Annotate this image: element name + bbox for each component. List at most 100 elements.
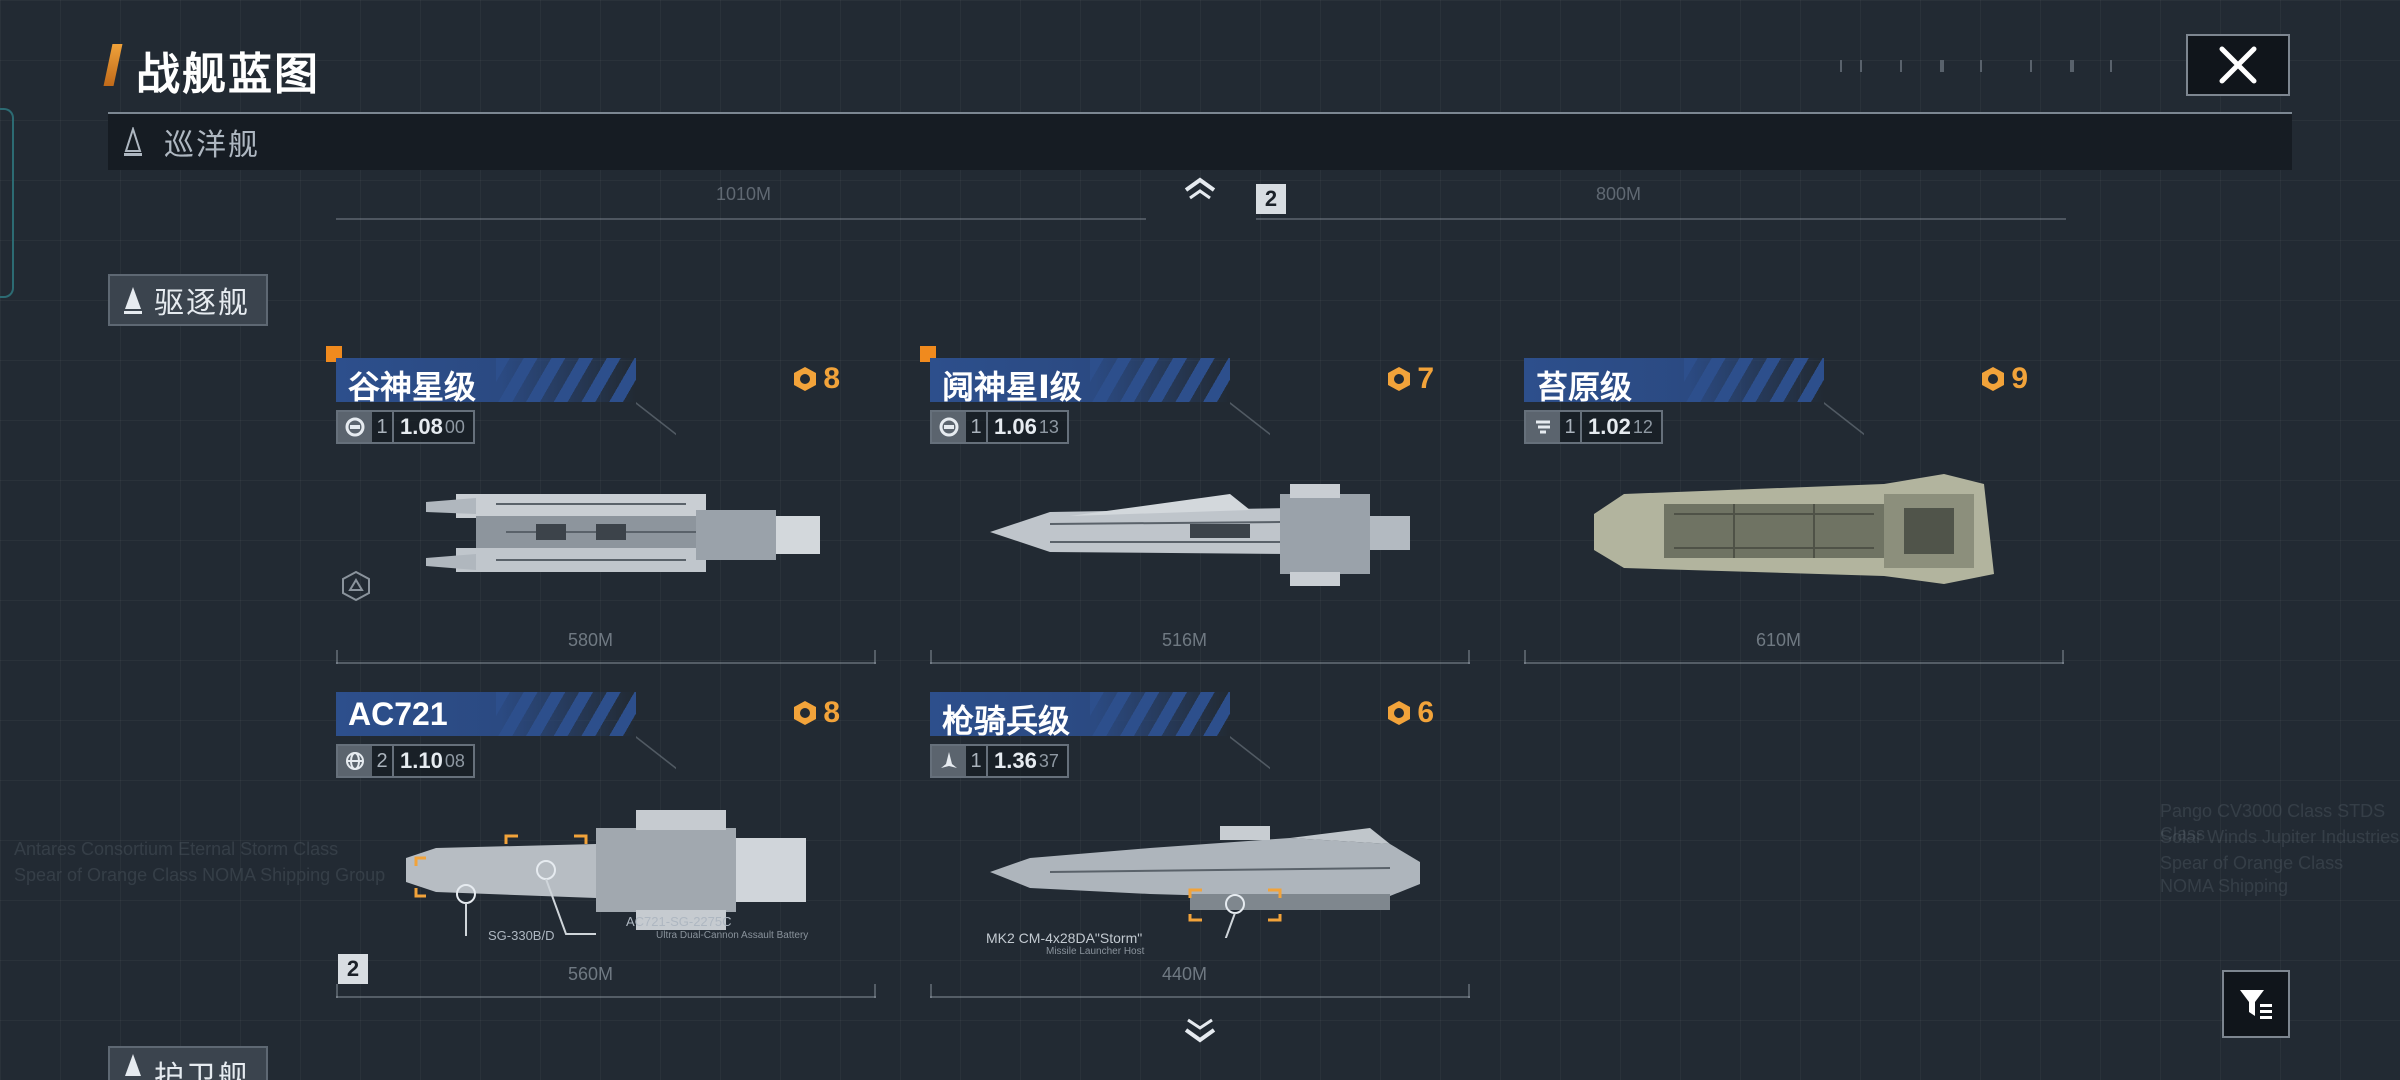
cost-value: 8 [823, 362, 840, 395]
left-edge-bracket [0, 108, 14, 298]
category-tag-destroyer[interactable]: 驱逐舰 [108, 274, 268, 326]
command-point-icon [794, 701, 817, 725]
ship-length: 610M [1756, 630, 1802, 650]
ship-name: AC721 [348, 696, 448, 732]
ship-tier: 1 [966, 412, 988, 442]
header-tick-marks [1840, 60, 2112, 72]
weapon-annotation: MK2 CM-4x28DA"Storm" [986, 930, 1143, 946]
ship-tier: 2 [372, 746, 394, 776]
background-text: Solar Winds Jupiter Industries [2160, 827, 2400, 847]
category-tag-frigate[interactable]: 护卫舰 [108, 1046, 268, 1080]
ship-name-bar [336, 358, 636, 402]
ship-cost: 7 [1385, 362, 1434, 396]
close-button[interactable] [2186, 34, 2290, 96]
length-label: 1010M [716, 184, 772, 204]
ship-length: 580M [568, 630, 614, 650]
ship-tier: 1 [372, 412, 394, 442]
weapon-annotation: SG-330B/D [488, 928, 555, 943]
ship-image [990, 484, 1410, 586]
category-label: 巡洋舰 [164, 129, 260, 162]
ship-image [426, 494, 820, 572]
length-scale [930, 648, 1470, 664]
ship-class-icon [124, 287, 142, 314]
background-text: Antares Consortium Eternal Storm Class [14, 839, 339, 859]
command-point-icon [1388, 701, 1411, 725]
command-point-icon [1388, 367, 1411, 391]
ship-name-bar [336, 692, 636, 736]
speed-stripes-icon [1526, 412, 1560, 442]
cost-value: 8 [823, 696, 840, 729]
fighter-icon [932, 746, 966, 776]
scroll-down-icon[interactable] [1180, 1014, 1220, 1046]
filter-button[interactable] [2222, 970, 2290, 1038]
ship-image [1594, 474, 1994, 584]
length-scale [336, 648, 876, 664]
background-text: Spear of Orange Class NOMA Shipping [2160, 853, 2344, 897]
background-text: Pango CV3000 Class STDS Class [2160, 801, 2386, 845]
header-divider [108, 112, 2292, 114]
length-scale [930, 982, 1470, 998]
cruiser-scale-left [336, 206, 1146, 220]
command-point-icon [794, 367, 817, 391]
cost-value: 6 [1417, 696, 1434, 729]
ship-name-bar [930, 358, 1230, 402]
title-accent-bar [103, 44, 123, 86]
ship-class-icon [125, 1054, 141, 1076]
ship-class-icon [124, 127, 142, 156]
ship-cost: 9 [1979, 362, 2028, 396]
count-badge: 2 [1256, 184, 1286, 214]
weapon-annotation: Ultra Dual-Cannon Assault Battery [656, 930, 809, 941]
ship-name: 阋神星Ⅰ级 [942, 369, 1082, 405]
length-scale [336, 982, 876, 998]
cost-value: 7 [1417, 362, 1434, 395]
ship-length: 560M [568, 964, 614, 984]
ship-name: 枪骑兵级 [942, 703, 1071, 739]
ship-tier: 1 [1560, 412, 1582, 442]
count-badge: 2 [338, 954, 368, 984]
ship-tier: 1 [966, 746, 988, 776]
ship-length: 440M [1162, 964, 1208, 984]
ship-image [990, 826, 1420, 938]
gear-shield-icon [338, 412, 372, 442]
category-label: 护卫舰 [154, 1061, 250, 1080]
ship-name: 谷神星级 [348, 369, 477, 405]
page-title: 战舰蓝图 [136, 50, 320, 99]
weapon-annotation: Missile Launcher Host [1046, 946, 1145, 957]
category-label: 驱逐舰 [154, 287, 250, 320]
length-label: 800M [1596, 184, 1642, 204]
cruiser-scale-right [1256, 206, 2066, 220]
category-bar-cruiser[interactable]: 巡洋舰 [108, 114, 2292, 170]
length-scale [1524, 648, 2064, 664]
ship-name-bar [1524, 358, 1824, 402]
command-point-icon [1982, 367, 2005, 391]
cost-value: 9 [2011, 362, 2028, 395]
hexagon-marker-icon [342, 570, 370, 602]
ship-name: 苔原级 [1536, 369, 1633, 405]
gear-shield-icon [932, 412, 966, 442]
ship-image [406, 810, 806, 936]
ship-length: 516M [1162, 630, 1208, 650]
ship-cost: 6 [1385, 696, 1434, 730]
weapon-annotation: AC721-SG-2275C [626, 914, 732, 929]
ship-cost: 8 [791, 362, 840, 396]
filter-icon [2240, 990, 2272, 1019]
ship-cost: 8 [791, 696, 840, 730]
scroll-up-icon[interactable] [1180, 172, 1220, 202]
globe-icon [338, 746, 372, 776]
close-icon [2219, 46, 2257, 84]
ship-name-bar [930, 692, 1230, 736]
